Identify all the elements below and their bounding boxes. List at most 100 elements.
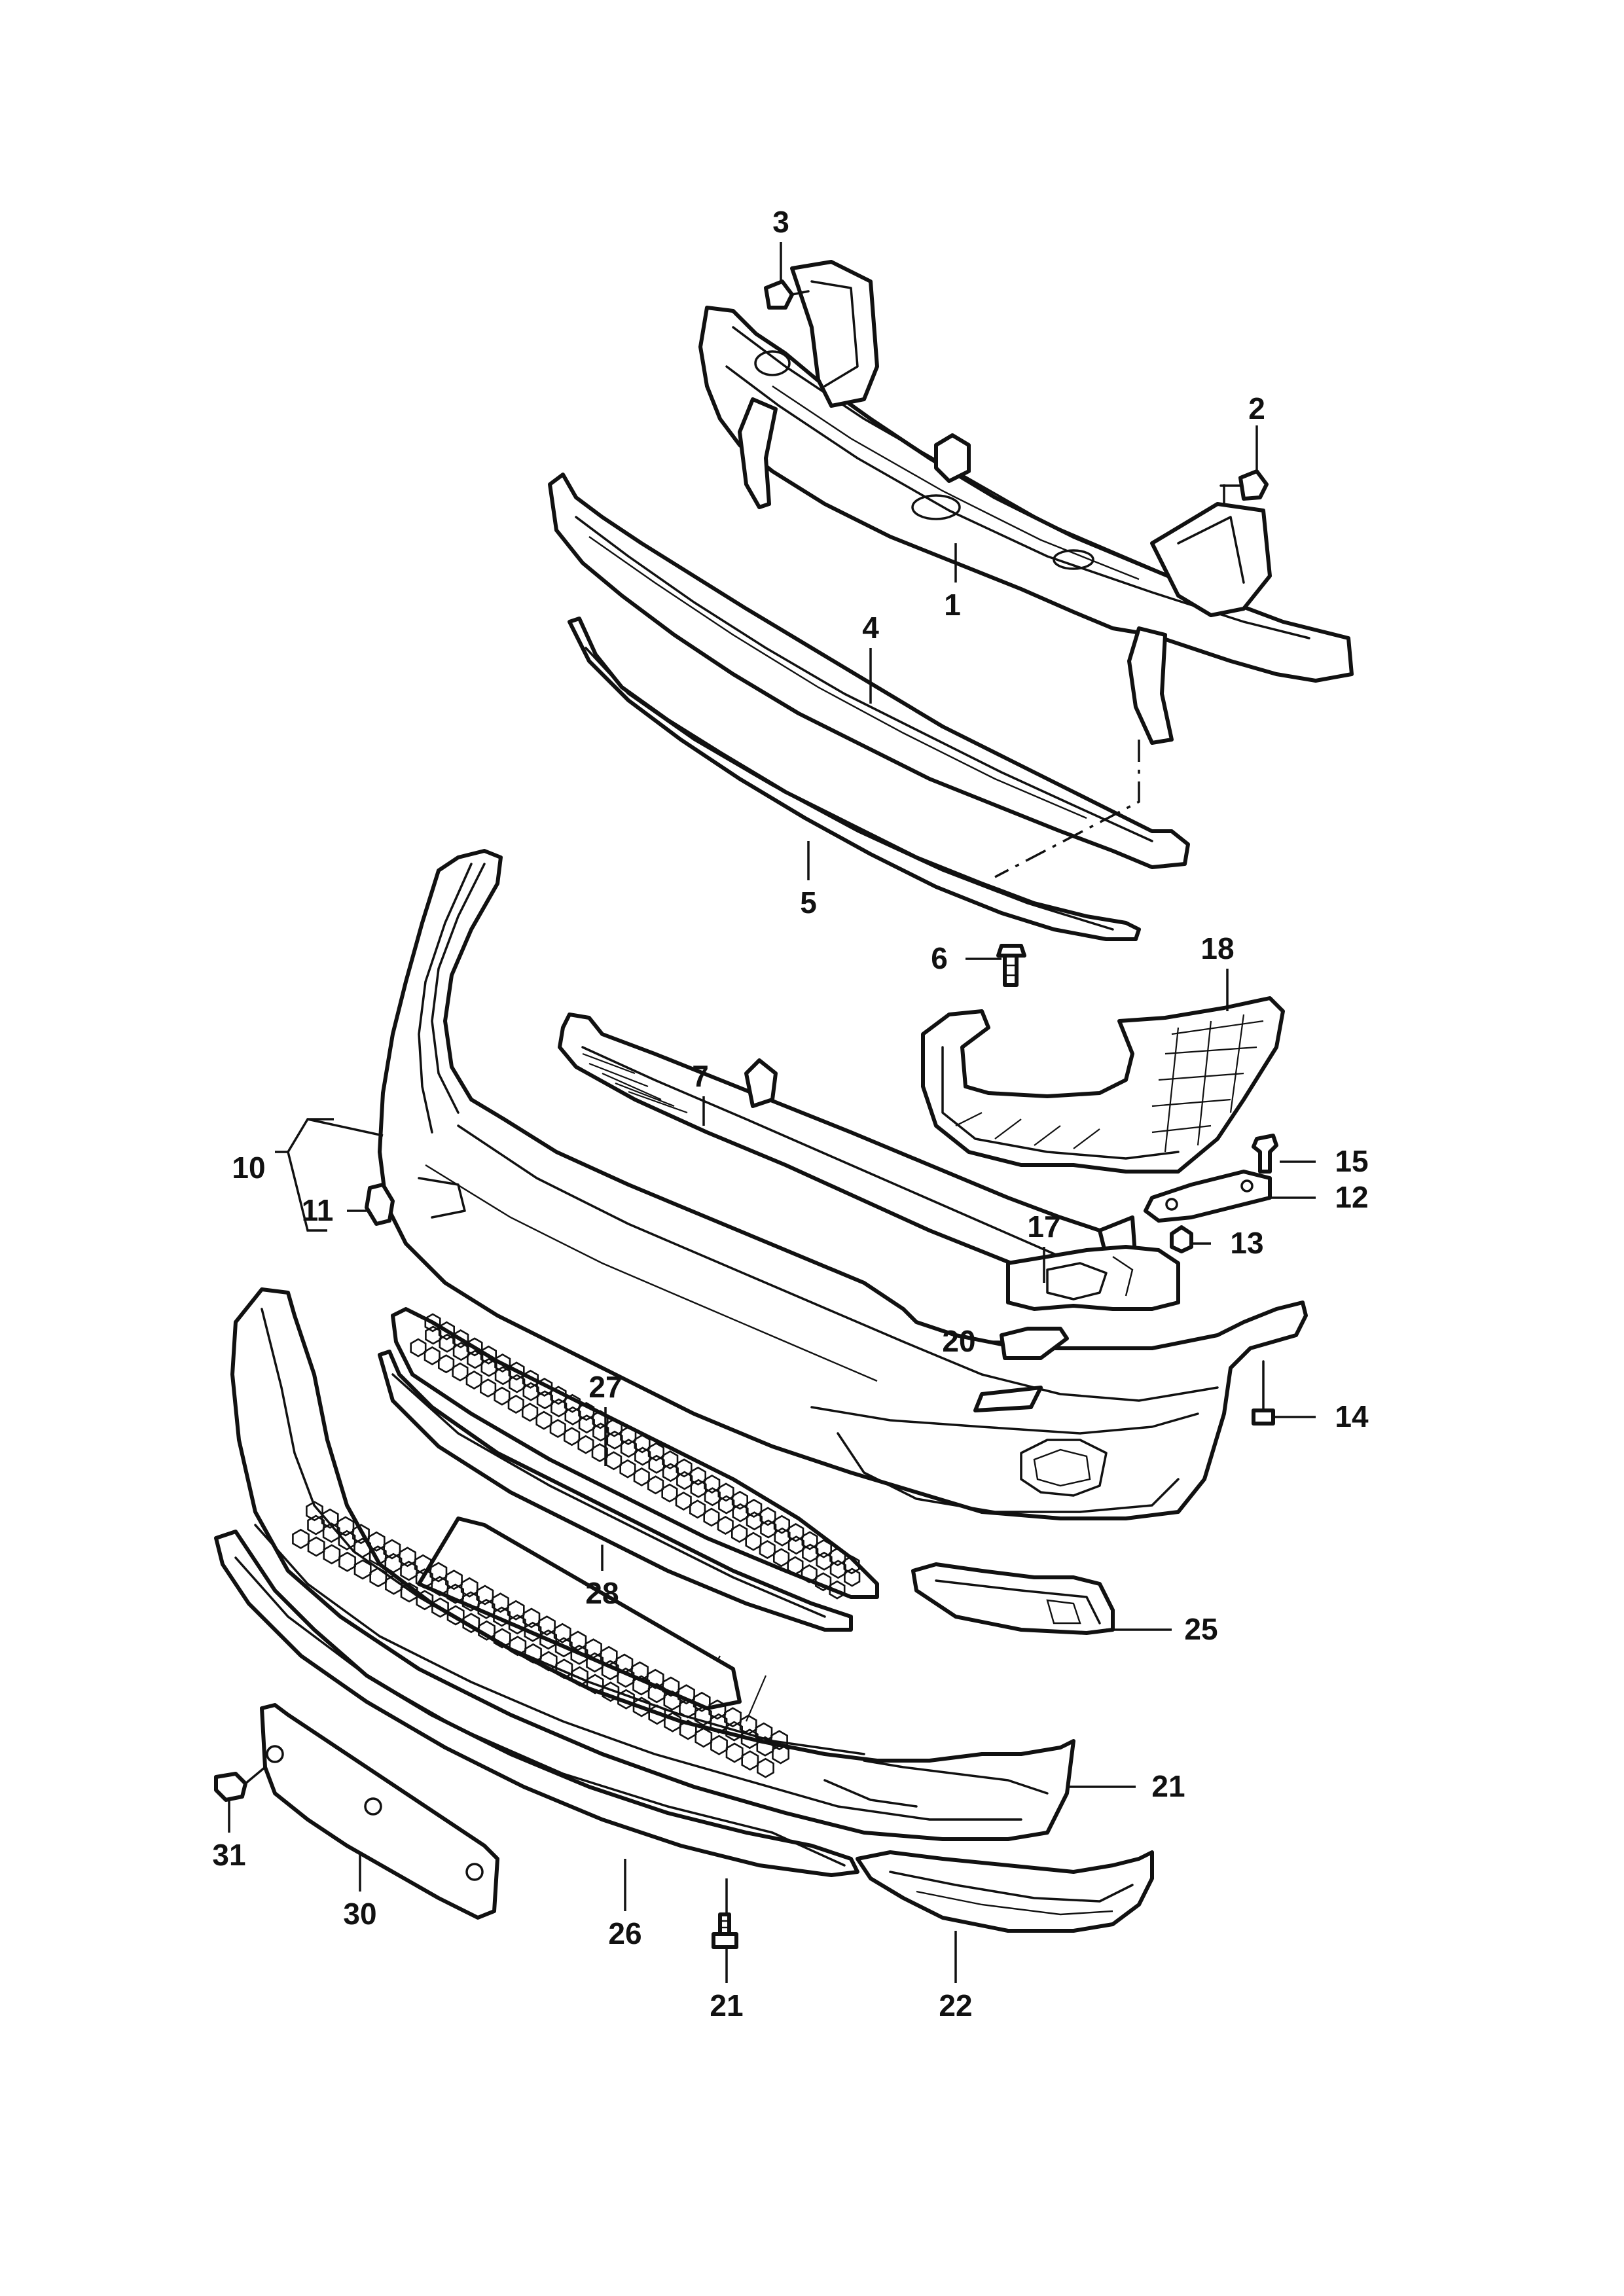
grille-cell [507, 1394, 524, 1414]
grille-cell [292, 1528, 310, 1549]
grille-cell [493, 1628, 511, 1649]
grille-cell [452, 1362, 469, 1382]
grille-cell [494, 1366, 511, 1386]
grille-cell [774, 1527, 791, 1547]
grille-cell [620, 1439, 637, 1458]
grille-cell [745, 1532, 762, 1551]
callout-25: 25 [1184, 1612, 1218, 1646]
grille-cell [746, 1498, 763, 1518]
grille-cell [571, 1666, 588, 1687]
grille-cell [467, 1350, 484, 1369]
grille-cell [770, 1730, 788, 1751]
callout-13: 13 [1230, 1226, 1263, 1260]
callout-14: 15 [1335, 1144, 1368, 1178]
grille-cell [829, 1580, 846, 1600]
grille-cell [731, 1524, 748, 1543]
grille-cell [524, 1643, 542, 1664]
grille-cell [465, 1370, 482, 1390]
part-14-clip [1252, 1134, 1278, 1174]
callout-16: 18 [1200, 931, 1234, 965]
grille-cell [549, 1418, 566, 1439]
grille-cell [577, 1435, 594, 1454]
grille-cell [773, 1515, 790, 1534]
grille-cell [647, 1683, 666, 1704]
grille-cell [550, 1386, 567, 1405]
grille-cell [564, 1393, 581, 1413]
grille-cell [755, 1722, 773, 1743]
grille-cell [522, 1607, 541, 1628]
grille-cell [509, 1636, 527, 1657]
grille-cell [648, 1704, 666, 1725]
grille-cell [662, 1450, 679, 1470]
grille-cell [689, 1466, 706, 1486]
part-2-bolt [1219, 469, 1269, 501]
grille-cell [647, 1442, 664, 1462]
grille-cell [675, 1491, 692, 1511]
grille-cell [550, 1398, 568, 1418]
grille-cell [410, 1338, 427, 1357]
grille-cell [592, 1410, 609, 1429]
grille-cell [617, 1667, 635, 1688]
part-11-cap [365, 1183, 395, 1226]
grille-cell [338, 1530, 356, 1551]
grille-cell [424, 1346, 441, 1366]
grille-cell [307, 1515, 325, 1535]
grille-cell [689, 1499, 706, 1519]
part-26-lower-side-trim [856, 1850, 1154, 1933]
grille-cell [353, 1537, 371, 1558]
grille-cell [307, 1536, 325, 1557]
grille-cell [633, 1467, 650, 1487]
grille-cell [438, 1321, 455, 1340]
grille-cell [509, 1374, 526, 1393]
grille-cell [787, 1556, 804, 1575]
grille-cell [538, 1615, 556, 1636]
grille-cell [415, 1568, 433, 1589]
part-5-reinforcement-strip [568, 617, 1141, 941]
grille-cell [759, 1507, 776, 1526]
grille-cell [539, 1651, 558, 1672]
grille-cell [564, 1406, 581, 1426]
leader-lines [228, 242, 1316, 1983]
grille-cell [494, 1353, 511, 1373]
grille-cell [648, 1454, 665, 1474]
grille-cell [617, 1689, 635, 1710]
grille-cell [494, 1386, 511, 1406]
callout-31: 31 [212, 1838, 245, 1872]
grille-cell [677, 1684, 695, 1705]
part-10-bumper-cover [378, 849, 1308, 1520]
grille-cell [369, 1567, 388, 1588]
part-16-side-bracket [921, 996, 1285, 1174]
grille-cell [703, 1507, 720, 1527]
grille-cell [480, 1345, 497, 1365]
grille-cell [746, 1511, 763, 1531]
part-13-nut [1170, 1225, 1193, 1253]
callout-26: 22 [939, 1988, 972, 2022]
part-18-cover [1000, 1327, 1069, 1360]
grille-cell [553, 1623, 571, 1643]
grille-cell [446, 1583, 464, 1604]
part-30-plate-holder [260, 1703, 499, 1920]
alignment-line [994, 740, 1140, 878]
grille-cell [452, 1329, 469, 1349]
grille-cell [631, 1661, 649, 1682]
grille-cell [425, 1325, 442, 1345]
grille-cell [732, 1503, 749, 1522]
grille-cell [647, 1475, 664, 1495]
grille-cell [338, 1551, 356, 1572]
grille-cell [591, 1443, 608, 1463]
grille-cell [760, 1519, 777, 1539]
grille-cell [466, 1337, 483, 1357]
grille-cell [476, 1585, 494, 1605]
grille-cell [632, 1696, 651, 1717]
part-12-bracket-plate [1144, 1170, 1272, 1223]
part-6-screw [996, 944, 1026, 987]
grille-cell [694, 1706, 712, 1727]
grille-cell [536, 1390, 553, 1410]
part-20-lower-bumper [230, 1287, 1075, 1841]
grille-cell [322, 1522, 340, 1543]
grille-cell [601, 1660, 619, 1681]
grille-cell [522, 1403, 539, 1422]
grille-cell [620, 1426, 637, 1446]
grille-cell [508, 1614, 526, 1635]
callout-12: 12 [1335, 1180, 1368, 1214]
